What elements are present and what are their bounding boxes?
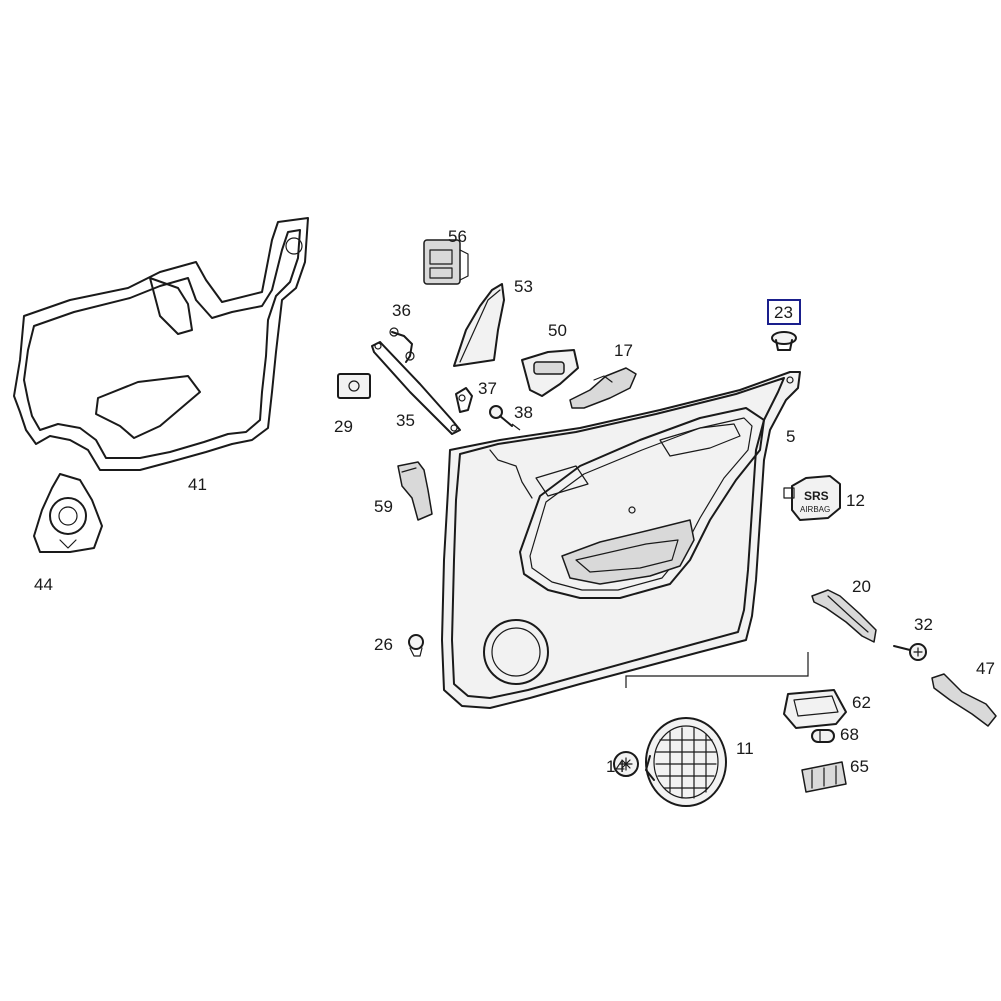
callout-29[interactable]: 29 [334, 417, 353, 436]
part-12-airbag-badge: SRS AIRBAG [783, 475, 841, 521]
part-23-clip [771, 331, 797, 351]
part-44-speaker-gasket [33, 473, 103, 553]
part-5-door-panel [441, 371, 801, 709]
part-56-clip [423, 239, 469, 285]
callout-56[interactable]: 56 [448, 227, 467, 246]
callout-59[interactable]: 59 [374, 497, 393, 516]
part-11-speaker-grille [645, 717, 727, 807]
callout-62[interactable]: 62 [852, 693, 871, 712]
callout-26[interactable]: 26 [374, 635, 393, 654]
callout-44[interactable]: 44 [34, 575, 53, 594]
part-68-bulb [811, 729, 835, 743]
leader-lines [511, 423, 809, 688]
part-38-screw [489, 405, 513, 427]
callout-37[interactable]: 37 [478, 379, 497, 398]
callout-68[interactable]: 68 [840, 725, 859, 744]
part-50-handle-bezel [521, 349, 579, 397]
part-26-plug [408, 634, 424, 657]
part-36-bracket [389, 327, 415, 363]
part-59-bracket [397, 461, 433, 521]
callout-50[interactable]: 50 [548, 321, 567, 340]
callout-53[interactable]: 53 [514, 277, 533, 296]
callout-47[interactable]: 47 [976, 659, 995, 678]
callout-12[interactable]: 12 [846, 491, 865, 510]
part-14-clip [613, 751, 639, 777]
callout-5[interactable]: 5 [786, 427, 795, 446]
part-17-pull-handle [569, 367, 637, 409]
part-62-lamp-housing [783, 689, 847, 729]
part-37-small-bracket [455, 387, 473, 413]
part-32-screw [893, 643, 927, 661]
callout-32[interactable]: 32 [914, 615, 933, 634]
part-41-seal-frame [13, 217, 309, 471]
callout-23[interactable]: 23 [774, 303, 793, 322]
callout-41[interactable]: 41 [188, 475, 207, 494]
part-53-triangle-cover [453, 283, 505, 367]
callout-36[interactable]: 36 [392, 301, 411, 320]
part-29-clip [337, 373, 371, 399]
callout-65[interactable]: 65 [850, 757, 869, 776]
part-47-trim-strip [931, 673, 997, 727]
badge-text-airbag: AIRBAG [800, 505, 830, 514]
callout-20[interactable]: 20 [852, 577, 871, 596]
callout-35[interactable]: 35 [396, 411, 415, 430]
highlight-box-23 [767, 299, 801, 325]
callout-labels: 56 53 36 50 17 23 37 38 29 35 5 41 59 12… [34, 227, 995, 776]
callout-14[interactable]: 14 [606, 757, 625, 776]
part-35-rod [371, 341, 461, 435]
callout-11[interactable]: 11 [736, 739, 754, 758]
part-20-bracket [811, 589, 877, 643]
badge-text-srs: SRS [804, 489, 829, 503]
part-65-lamp-socket [801, 761, 847, 793]
callout-38[interactable]: 38 [514, 403, 533, 422]
callout-17[interactable]: 17 [614, 341, 633, 360]
